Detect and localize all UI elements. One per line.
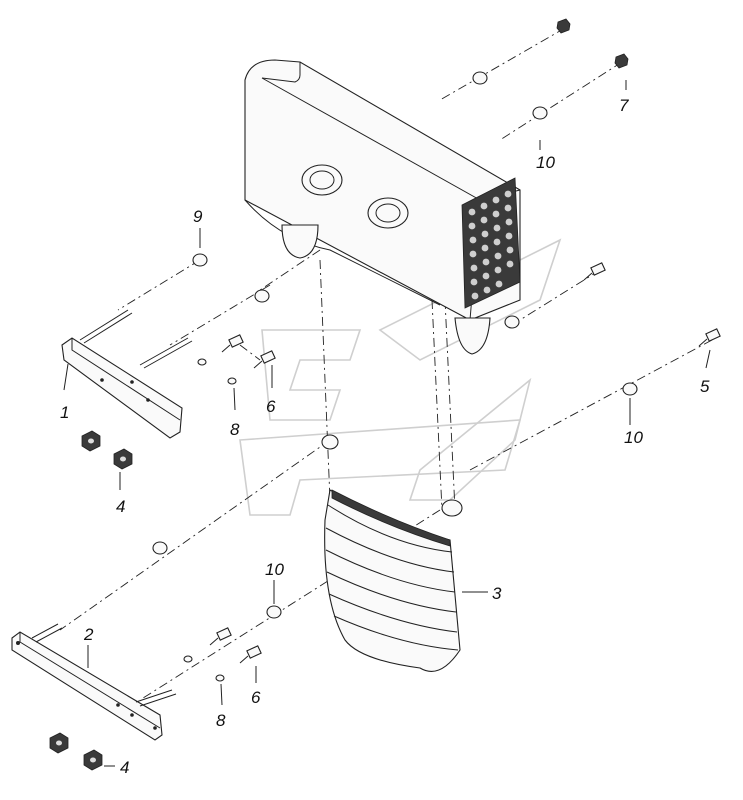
nut-group (49, 430, 133, 771)
callout-2: 2 (83, 625, 94, 644)
bolt-group (209, 262, 721, 664)
callout-9: 9 (193, 207, 203, 226)
bracket-1 (61, 309, 193, 439)
callout-10-top: 10 (536, 153, 555, 172)
callout-1: 1 (60, 403, 69, 422)
callout-7: 7 (619, 96, 629, 115)
bellows-cover (321, 434, 463, 672)
callout-6-top: 6 (266, 397, 276, 416)
callout-10-bottom: 10 (265, 560, 284, 579)
washer-group (152, 71, 638, 682)
leader-lines (63, 80, 711, 767)
callout-8-top: 8 (230, 420, 240, 439)
callout-3: 3 (492, 584, 502, 603)
lamp-housing (244, 59, 521, 355)
callout-4-top: 4 (116, 497, 125, 516)
callout-6-bottom: 6 (251, 688, 261, 707)
callout-10-right: 10 (624, 428, 643, 447)
cap-nut-group (556, 18, 629, 69)
callout-4-bottom: 4 (120, 758, 129, 777)
callout-8-bottom: 8 (216, 711, 226, 730)
callout-5: 5 (700, 377, 710, 396)
bracket-2 (11, 623, 177, 741)
callout-labels: 7 10 9 5 1 6 8 10 4 10 3 2 6 8 4 (60, 96, 710, 777)
